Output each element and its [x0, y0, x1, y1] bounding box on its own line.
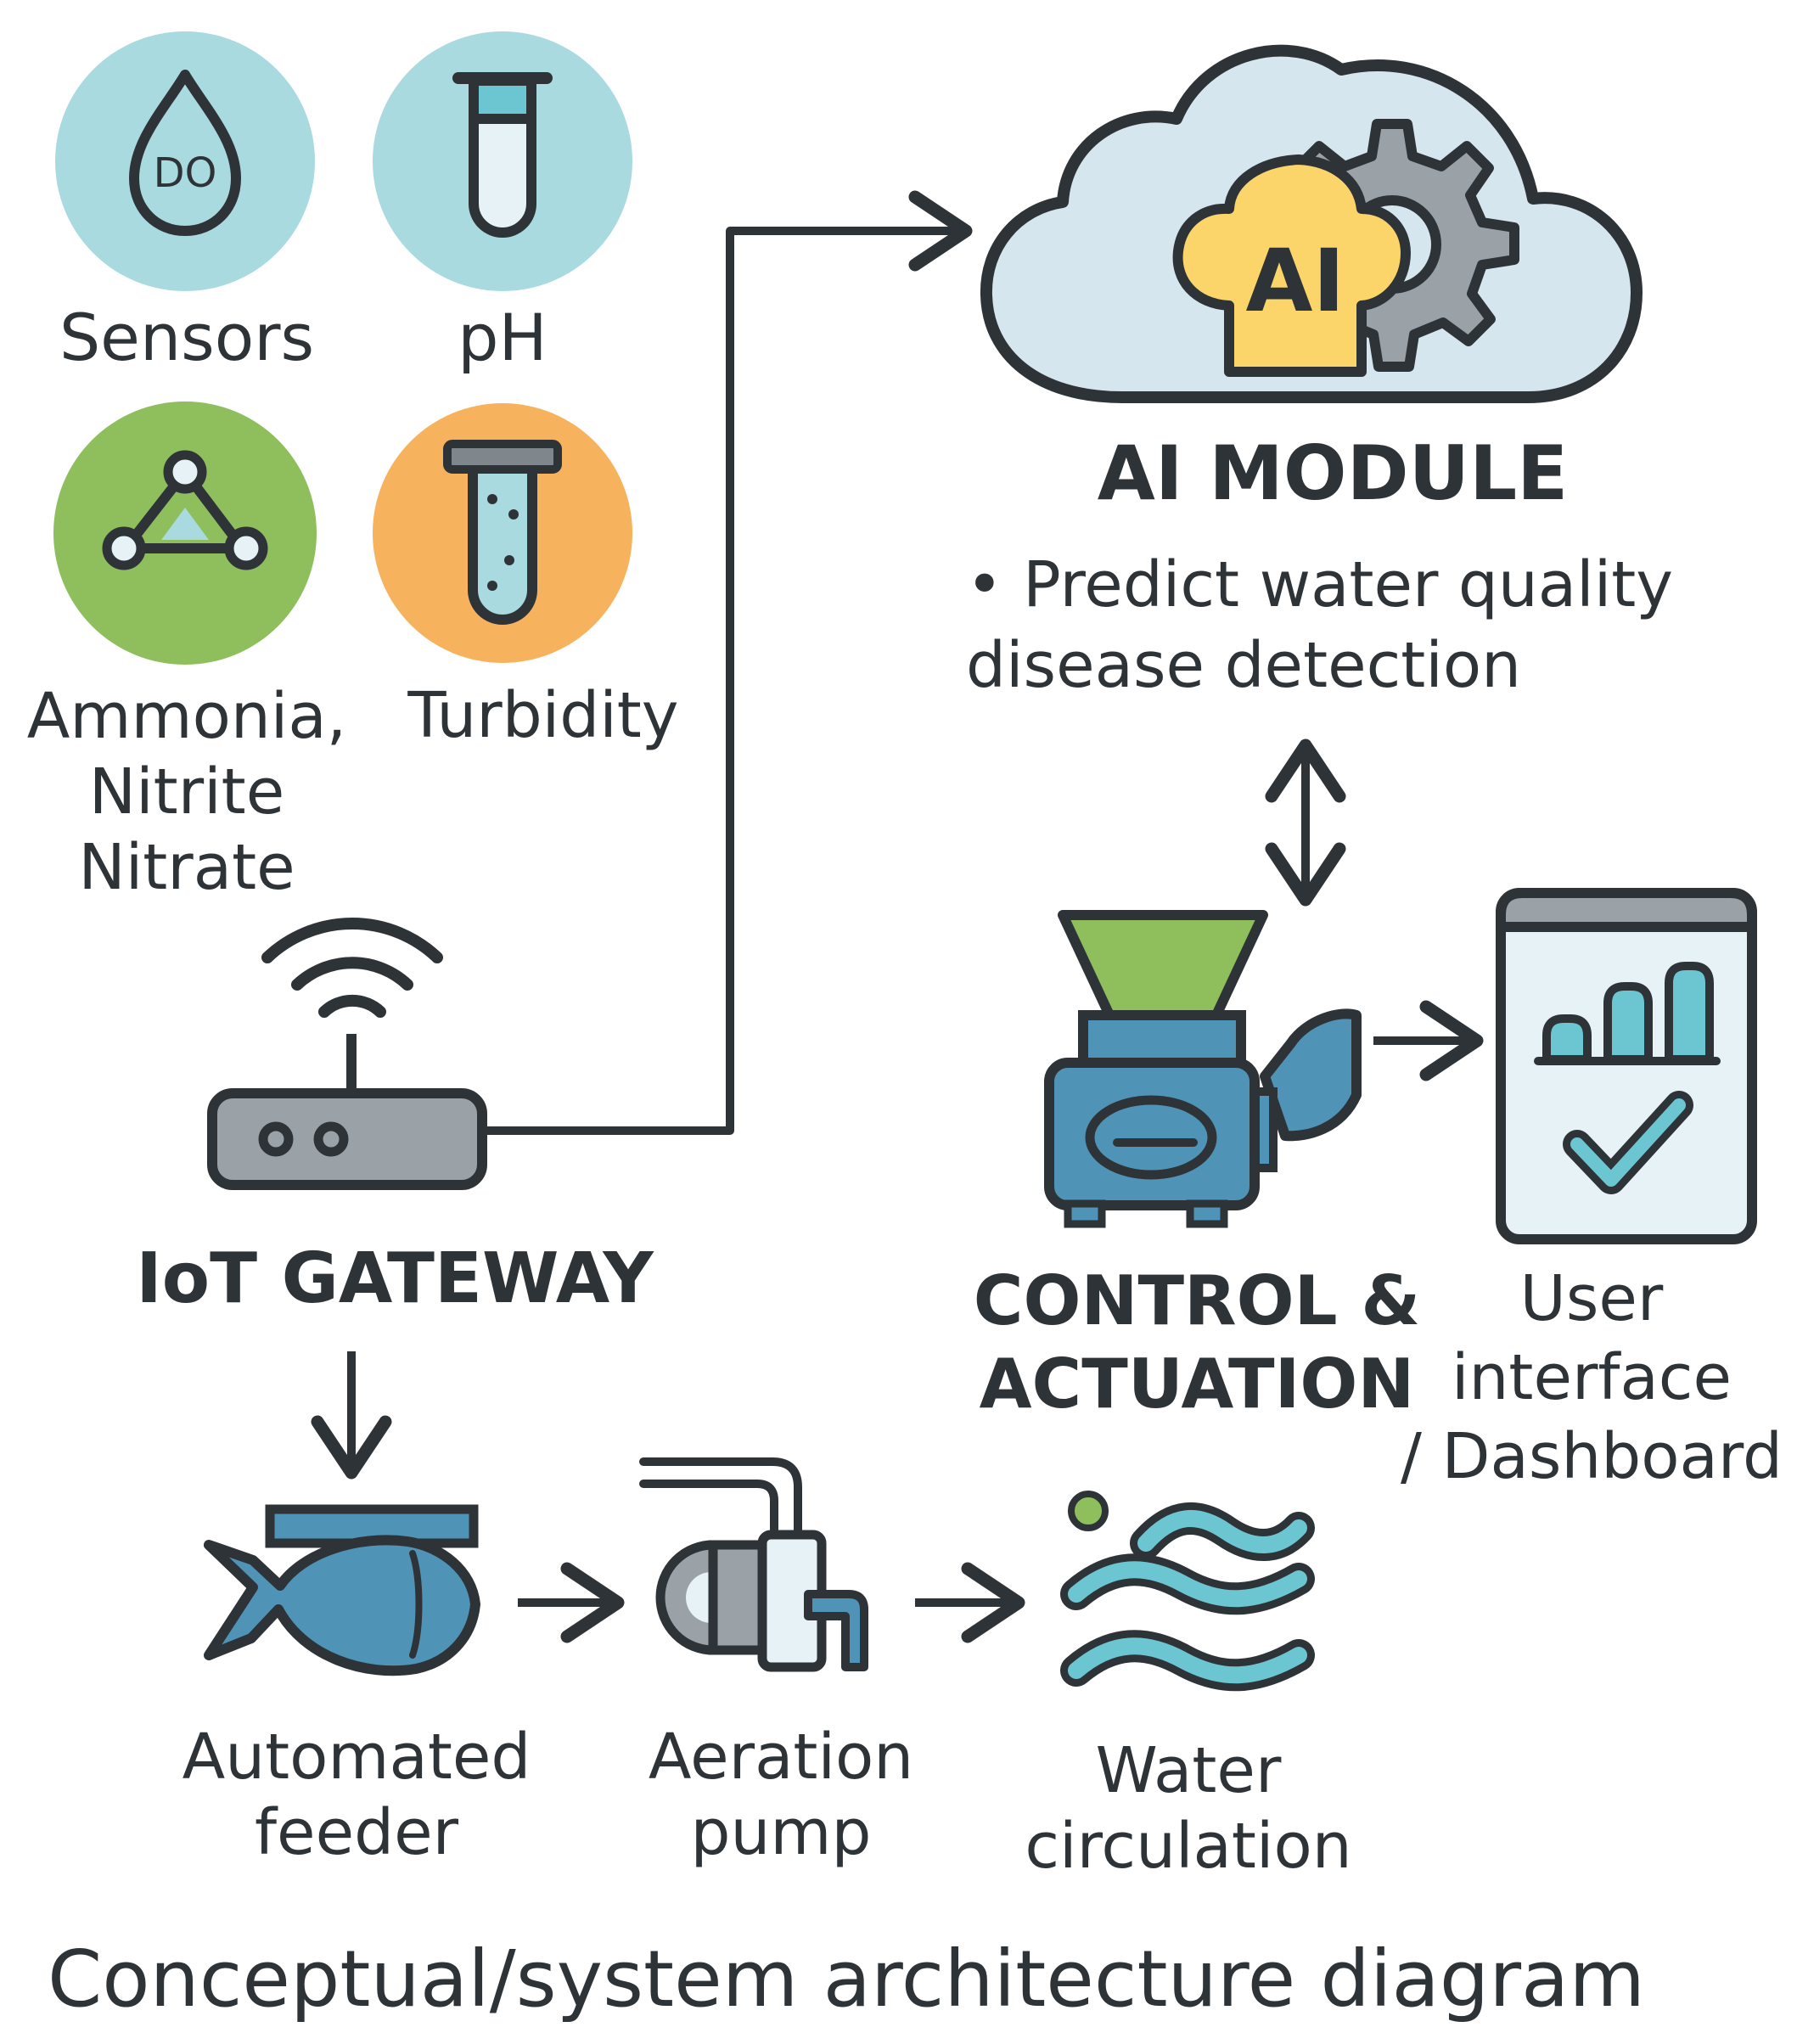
droplet-icon — [55, 31, 315, 291]
ammonia-label: Ammonia, Nitrite Nitrate — [26, 680, 347, 904]
sensors-label: Sensors — [59, 300, 315, 375]
control-label: CONTROL & ACTUATION — [973, 1261, 1421, 1424]
test-tube-icon — [373, 31, 632, 291]
do-badge: DO — [153, 149, 217, 197]
waves-icon — [1060, 1491, 1315, 1692]
pump-icon — [639, 1457, 868, 1672]
ai-module-title: AI MODULE — [1097, 430, 1569, 517]
turbid-tube-icon — [373, 403, 632, 663]
gateway-to-ai-arrow — [482, 190, 973, 1135]
pump-label: Aeration pump — [648, 1721, 914, 1869]
ph-label: pH — [458, 300, 548, 375]
turbidity-label: Turbidity — [407, 679, 679, 752]
gateway-label: IoT GATEWAY — [136, 1238, 654, 1319]
feeder-label: Automated feeder — [182, 1721, 531, 1869]
fish-feeder-icon — [204, 1504, 480, 1676]
diagram-caption: Conceptual/system architecture diagram — [48, 1934, 1646, 2024]
dashboard-icon — [1496, 888, 1757, 1244]
router-icon — [207, 918, 487, 1190]
ai-badge: AI — [1246, 231, 1345, 332]
cloud-ai-gear-icon: AI — [980, 44, 1643, 403]
dashboard-label: User interface / Dashboard — [1401, 1262, 1783, 1494]
molecule-icon — [53, 402, 317, 665]
ai-module-bullet: • Predict water quality disease detectio… — [966, 548, 1674, 702]
motor-icon — [1044, 910, 1362, 1228]
water-label: Water circulation — [1025, 1734, 1352, 1883]
